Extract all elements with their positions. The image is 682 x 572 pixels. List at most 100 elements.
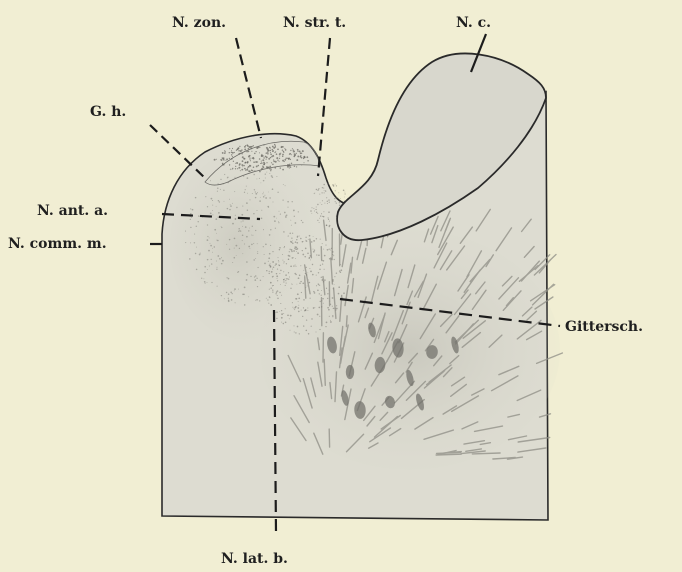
label-n-ant-a: N. ant. a. [37,203,108,219]
stipple-dot [200,253,201,254]
label-n-str-t: N. str. t. [283,15,346,31]
stipple-dot [239,146,240,147]
stipple-dot [340,264,341,265]
stipple-dot [308,333,310,335]
stipple-dot [294,307,296,309]
stipple-dot [275,293,276,294]
stipple-dot [320,265,321,266]
stipple-dot [256,299,258,301]
stipple-dot [300,156,302,158]
stipple-dot [255,151,256,152]
stipple-dot [196,247,197,248]
stipple-dot [344,197,345,198]
stipple-dot [259,178,260,179]
stipple-dot [253,213,254,214]
stipple-dot [211,282,212,283]
stipple-dot [234,290,235,291]
stipple-dot [228,298,229,299]
stipple-dot [296,251,297,252]
stipple-dot [296,246,298,248]
stipple-dot [290,288,291,289]
stipple-dot [224,152,226,154]
stipple-dot [299,150,301,152]
stipple-dot [336,308,338,310]
stipple-dot [247,167,248,168]
stipple-dot [230,291,232,293]
stipple-dot [289,276,290,277]
stipple-dot [309,268,310,269]
stipple-dot [227,177,228,178]
stipple-dot [294,216,295,217]
stipple-dot [295,266,296,267]
stipple-dot [220,159,222,161]
stipple-dot [263,246,264,247]
stipple-dot [207,239,209,241]
stipple-dot [329,248,330,249]
stipple-dot [332,251,334,253]
stipple-dot [317,220,318,221]
stipple-dot [226,158,228,160]
stipple-dot [282,150,283,151]
stipple-dot [296,153,297,154]
stipple-dot [219,258,221,260]
stipple-dot [319,316,320,317]
stipple-dot [272,292,273,293]
stipple-dot [223,190,224,191]
stipple-dot [257,210,258,211]
stipple-dot [242,240,243,241]
stipple-dot [282,169,284,171]
stipple-dot [255,258,256,259]
stipple-dot [332,279,334,281]
stipple-dot [303,325,304,326]
stipple-dot [297,248,299,250]
stipple-dot [244,148,246,150]
stipple-dot [313,251,315,253]
stipple-dot [303,162,304,163]
stipple-dot [236,149,237,150]
stipple-dot [333,185,335,187]
stipple-dot [245,145,246,146]
stipple-dot [279,311,280,312]
stipple-dot [238,228,240,230]
stipple-dot [210,245,212,247]
stipple-dot [218,212,220,214]
stipple-dot [338,293,340,295]
stipple-dot [257,286,258,287]
stipple-dot [253,157,255,159]
stipple-dot [305,287,306,288]
stipple-dot [240,170,241,171]
stipple-dot [270,283,271,284]
stipple-dot [332,281,333,282]
stipple-dot [280,270,282,272]
fibre-stroke [346,316,347,327]
stipple-dot [291,249,293,251]
stipple-dot [218,200,219,201]
stipple-dot [252,193,253,194]
stipple-dot [317,213,318,214]
stipple-dot [317,314,319,316]
stipple-dot [274,144,276,146]
stipple-dot [227,208,228,209]
stipple-dot [229,209,230,210]
stipple-dot [332,315,334,317]
stipple-dot [259,147,260,148]
stipple-dot [278,221,279,222]
stipple-dot [242,226,243,227]
stipple-dot [254,276,255,277]
stipple-dot [266,159,267,160]
stipple-dot [240,164,241,165]
stipple-dot [203,278,204,279]
stipple-dot [314,193,315,194]
stipple-dot [335,197,336,198]
stipple-dot [319,218,320,219]
stipple-dot [263,276,264,277]
stipple-dot [275,228,276,229]
stipple-dot [270,229,271,230]
stipple-dot [190,242,191,243]
stipple-dot [305,273,306,274]
stipple-dot [284,159,286,161]
stipple-dot [266,162,267,163]
stipple-dot [338,198,339,199]
stipple-dot [316,212,317,213]
